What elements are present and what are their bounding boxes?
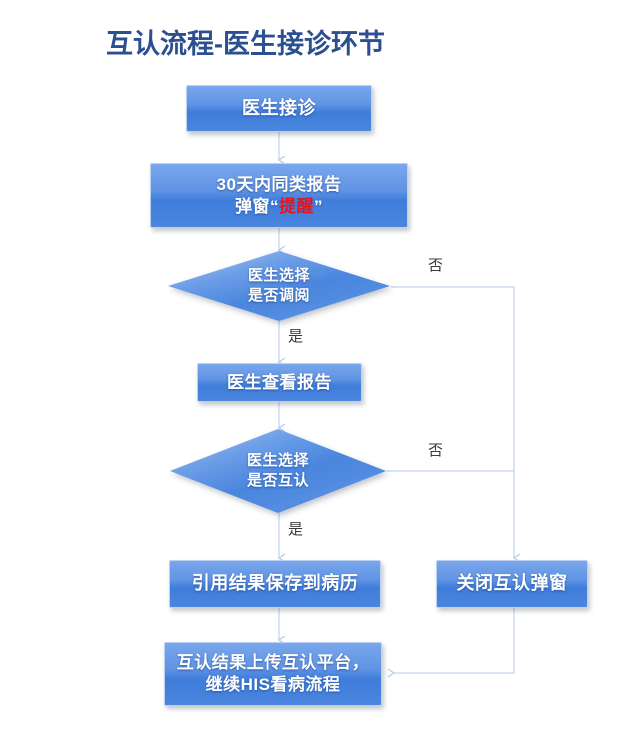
decision-mutual-line2: 是否互认	[246, 472, 309, 489]
node-decision-retrieve[interactable]: 医生选择 是否调阅	[168, 251, 390, 321]
node-doctor-view-report[interactable]: 医生查看报告	[197, 363, 362, 402]
node-doctor-reception-label: 医生接诊	[242, 97, 316, 118]
branch-label-retrieve-yes: 是	[288, 328, 304, 345]
node-upload-platform[interactable]: 互认结果上传互认平台， 继续HIS看病流程	[164, 642, 382, 706]
node-close-popup-label: 关闭互认弹窗	[456, 573, 568, 594]
page-title: 互认流程-医生接诊环节	[106, 29, 385, 59]
node-popup-reminder-line1: 30天内同类报告	[216, 174, 342, 194]
edge-close-to-upload	[387, 608, 515, 678]
decision-mutual-line1: 医生选择	[246, 452, 309, 470]
branch-label-mutual-no: 否	[428, 442, 444, 459]
node-upload-platform-line2: 继续HIS看病流程	[205, 675, 341, 694]
node-decision-mutual[interactable]: 医生选择 是否互认	[170, 429, 386, 513]
node-doctor-view-report-label: 医生查看报告	[227, 372, 332, 392]
popup-highlight-text: 提醒	[279, 196, 314, 216]
decision-retrieve-shape	[168, 251, 390, 321]
node-close-popup[interactable]: 关闭互认弹窗	[436, 560, 588, 608]
node-save-to-record[interactable]: 引用结果保存到病历	[169, 560, 381, 608]
popup-quote-open: 弹窗“	[235, 196, 279, 216]
branch-label-retrieve-no: 否	[428, 257, 444, 274]
decision-retrieve-line2: 是否调阅	[247, 287, 310, 304]
node-popup-reminder-line2: 弹窗“提醒”	[235, 196, 323, 218]
node-popup-reminder[interactable]: 30天内同类报告 弹窗“提醒”	[150, 163, 408, 228]
decision-mutual-shape	[170, 429, 386, 513]
decision-retrieve-line1: 医生选择	[247, 267, 310, 285]
edge-decision1-no	[391, 286, 521, 563]
node-doctor-reception[interactable]: 医生接诊	[186, 85, 372, 132]
node-save-to-record-label: 引用结果保存到病历	[191, 573, 359, 594]
decision-retrieve-label: 医生选择 是否调阅	[168, 251, 390, 321]
popup-quote-close: ”	[314, 196, 323, 216]
decision-mutual-label: 医生选择 是否互认	[170, 429, 386, 513]
branch-label-mutual-yes: 是	[288, 521, 304, 538]
node-upload-platform-line1: 互认结果上传互认平台，	[176, 653, 370, 673]
